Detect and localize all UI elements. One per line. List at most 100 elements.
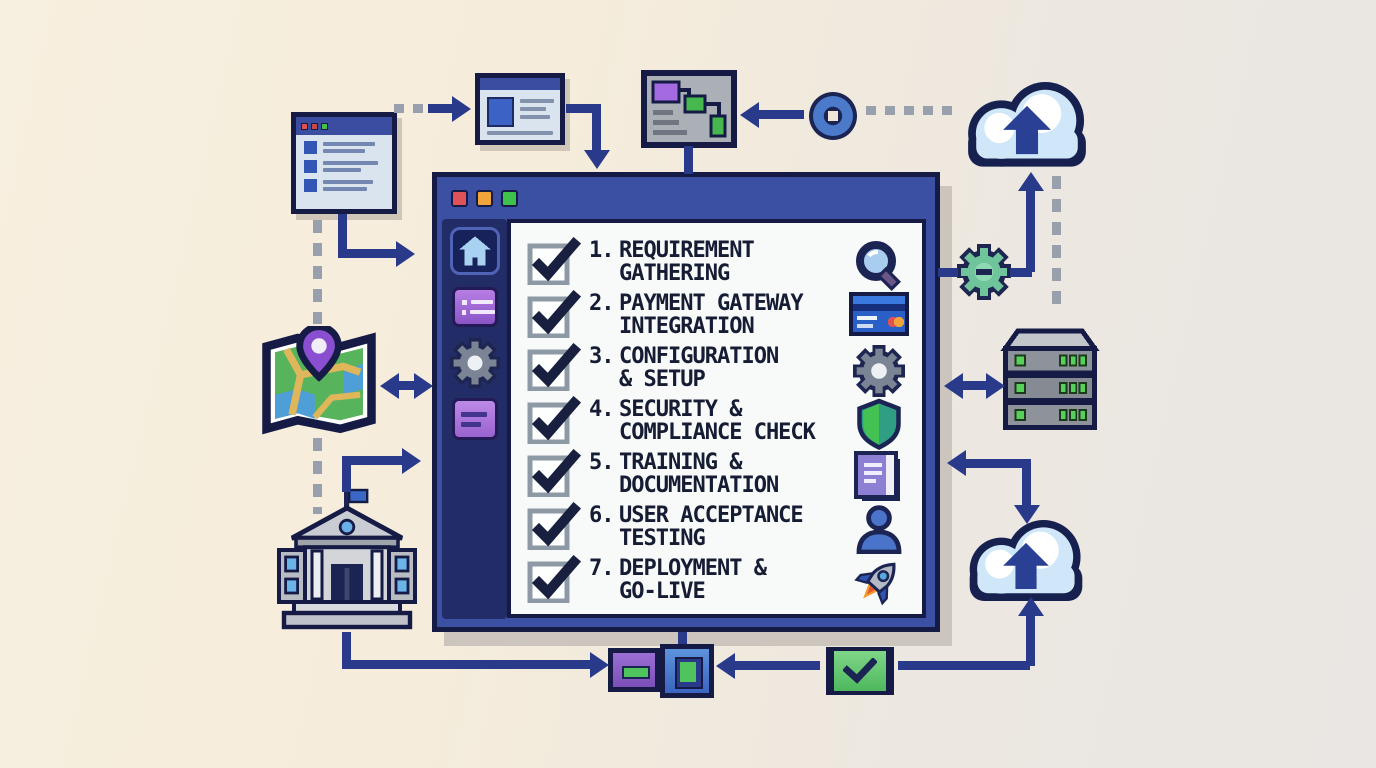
check-badge-icon xyxy=(826,647,894,695)
user-icon xyxy=(848,504,910,554)
checklist-row: 7. DEPLOYMENT &GO-LIVE xyxy=(527,555,912,611)
cloud-upload-icon xyxy=(960,82,1094,174)
checkbox-checked[interactable] xyxy=(527,449,583,497)
arrowhead-left xyxy=(947,450,966,476)
connector-dashed xyxy=(313,220,322,324)
checkbox-checked[interactable] xyxy=(527,502,583,550)
arrowhead-right xyxy=(590,652,609,678)
connector-dotted xyxy=(866,106,958,115)
token-icon xyxy=(809,92,857,140)
item-number: 1. xyxy=(589,238,615,263)
arrowhead-right xyxy=(396,241,415,267)
connector-line xyxy=(758,110,804,119)
item-title-line1: SECURITY & xyxy=(619,397,742,422)
item-number: 6. xyxy=(589,503,615,528)
connector-line xyxy=(394,381,418,390)
arrowhead-left xyxy=(716,653,735,679)
gear-icon xyxy=(848,345,910,397)
sync-gear-icon xyxy=(957,244,1011,300)
checkbox-checked[interactable] xyxy=(527,237,583,285)
connector-line xyxy=(342,456,404,465)
arrowhead-right xyxy=(414,373,433,399)
connector-line xyxy=(964,459,1028,468)
checkbox-checked[interactable] xyxy=(527,343,583,391)
checklist-row: 3. CONFIGURATION& SETUP xyxy=(527,343,912,398)
connector-line xyxy=(1026,190,1035,272)
connector-dotted xyxy=(394,104,428,113)
zoom-button[interactable] xyxy=(501,189,518,207)
window-sidebar xyxy=(442,219,507,619)
rocket-icon xyxy=(848,557,910,611)
module-purple-icon xyxy=(608,648,660,692)
item-title-line2: & SETUP xyxy=(619,367,706,392)
connector-line xyxy=(338,214,347,256)
checkbox-checked[interactable] xyxy=(527,555,583,603)
minimize-button[interactable] xyxy=(476,189,493,207)
item-title-line2: GO-LIVE xyxy=(619,579,706,604)
flowchart-monitor-icon xyxy=(641,70,737,148)
connector-line xyxy=(1010,268,1032,277)
browser-window-icon xyxy=(475,73,565,145)
item-title-line2: GATHERING xyxy=(619,261,730,286)
connector-line xyxy=(684,146,693,174)
arrowhead-down xyxy=(1014,505,1040,524)
item-title-line2: TESTING xyxy=(619,526,706,551)
magnifier-icon xyxy=(848,239,910,295)
connector-dashed xyxy=(313,438,322,514)
checklist-row: 5. TRAINING &DOCUMENTATION xyxy=(527,449,912,504)
connector-line xyxy=(342,632,351,664)
module-blue-icon xyxy=(660,644,714,698)
shield-icon xyxy=(848,398,910,452)
sidebar-item-settings[interactable] xyxy=(450,339,500,387)
sidebar-item-storage[interactable] xyxy=(450,395,500,443)
arrowhead-up xyxy=(1018,597,1044,616)
checkbox-checked[interactable] xyxy=(527,396,583,444)
item-number: 3. xyxy=(589,344,615,369)
gear-icon xyxy=(450,338,500,388)
sidebar-item-list[interactable] xyxy=(450,283,500,331)
home-icon xyxy=(458,236,491,266)
item-title-line2: DOCUMENTATION xyxy=(619,473,779,498)
close-button[interactable] xyxy=(451,189,468,207)
arrowhead-left xyxy=(944,373,963,399)
connector-line xyxy=(938,268,958,277)
map-icon xyxy=(262,326,376,435)
connector-line xyxy=(734,661,820,670)
connector-line xyxy=(592,104,601,152)
sidebar-item-home[interactable] xyxy=(449,227,500,275)
storage-icon xyxy=(451,398,498,440)
server-rack-icon xyxy=(1000,328,1100,430)
list-window-icon xyxy=(291,112,397,214)
connector-dashed xyxy=(1052,176,1061,314)
checkbox-checked[interactable] xyxy=(527,290,583,338)
connector-line xyxy=(1022,459,1031,509)
item-title-line1: DEPLOYMENT & xyxy=(619,556,767,581)
connector-line xyxy=(428,104,454,113)
item-number: 7. xyxy=(589,556,615,581)
connector-line xyxy=(566,104,600,113)
item-title-line2: INTEGRATION xyxy=(619,314,755,339)
item-number: 2. xyxy=(589,291,615,316)
connector-line xyxy=(342,464,351,492)
item-number: 5. xyxy=(589,450,615,475)
connector-line xyxy=(1026,614,1035,666)
cloud-upload-icon xyxy=(962,520,1090,608)
connector-line xyxy=(960,381,990,390)
arrowhead-right xyxy=(402,448,421,474)
arrowhead-right xyxy=(452,96,471,122)
connector-line xyxy=(342,660,592,669)
arrowhead-right xyxy=(986,373,1005,399)
item-title-line1: PAYMENT GATEWAY xyxy=(619,291,804,316)
arrowhead-left xyxy=(380,373,399,399)
connector-line xyxy=(898,661,1030,670)
item-number: 4. xyxy=(589,397,615,422)
window-titlebar xyxy=(437,177,935,219)
item-title-line1: REQUIREMENT xyxy=(619,238,755,263)
credit-card-icon xyxy=(848,292,910,336)
connector-line xyxy=(338,249,398,258)
